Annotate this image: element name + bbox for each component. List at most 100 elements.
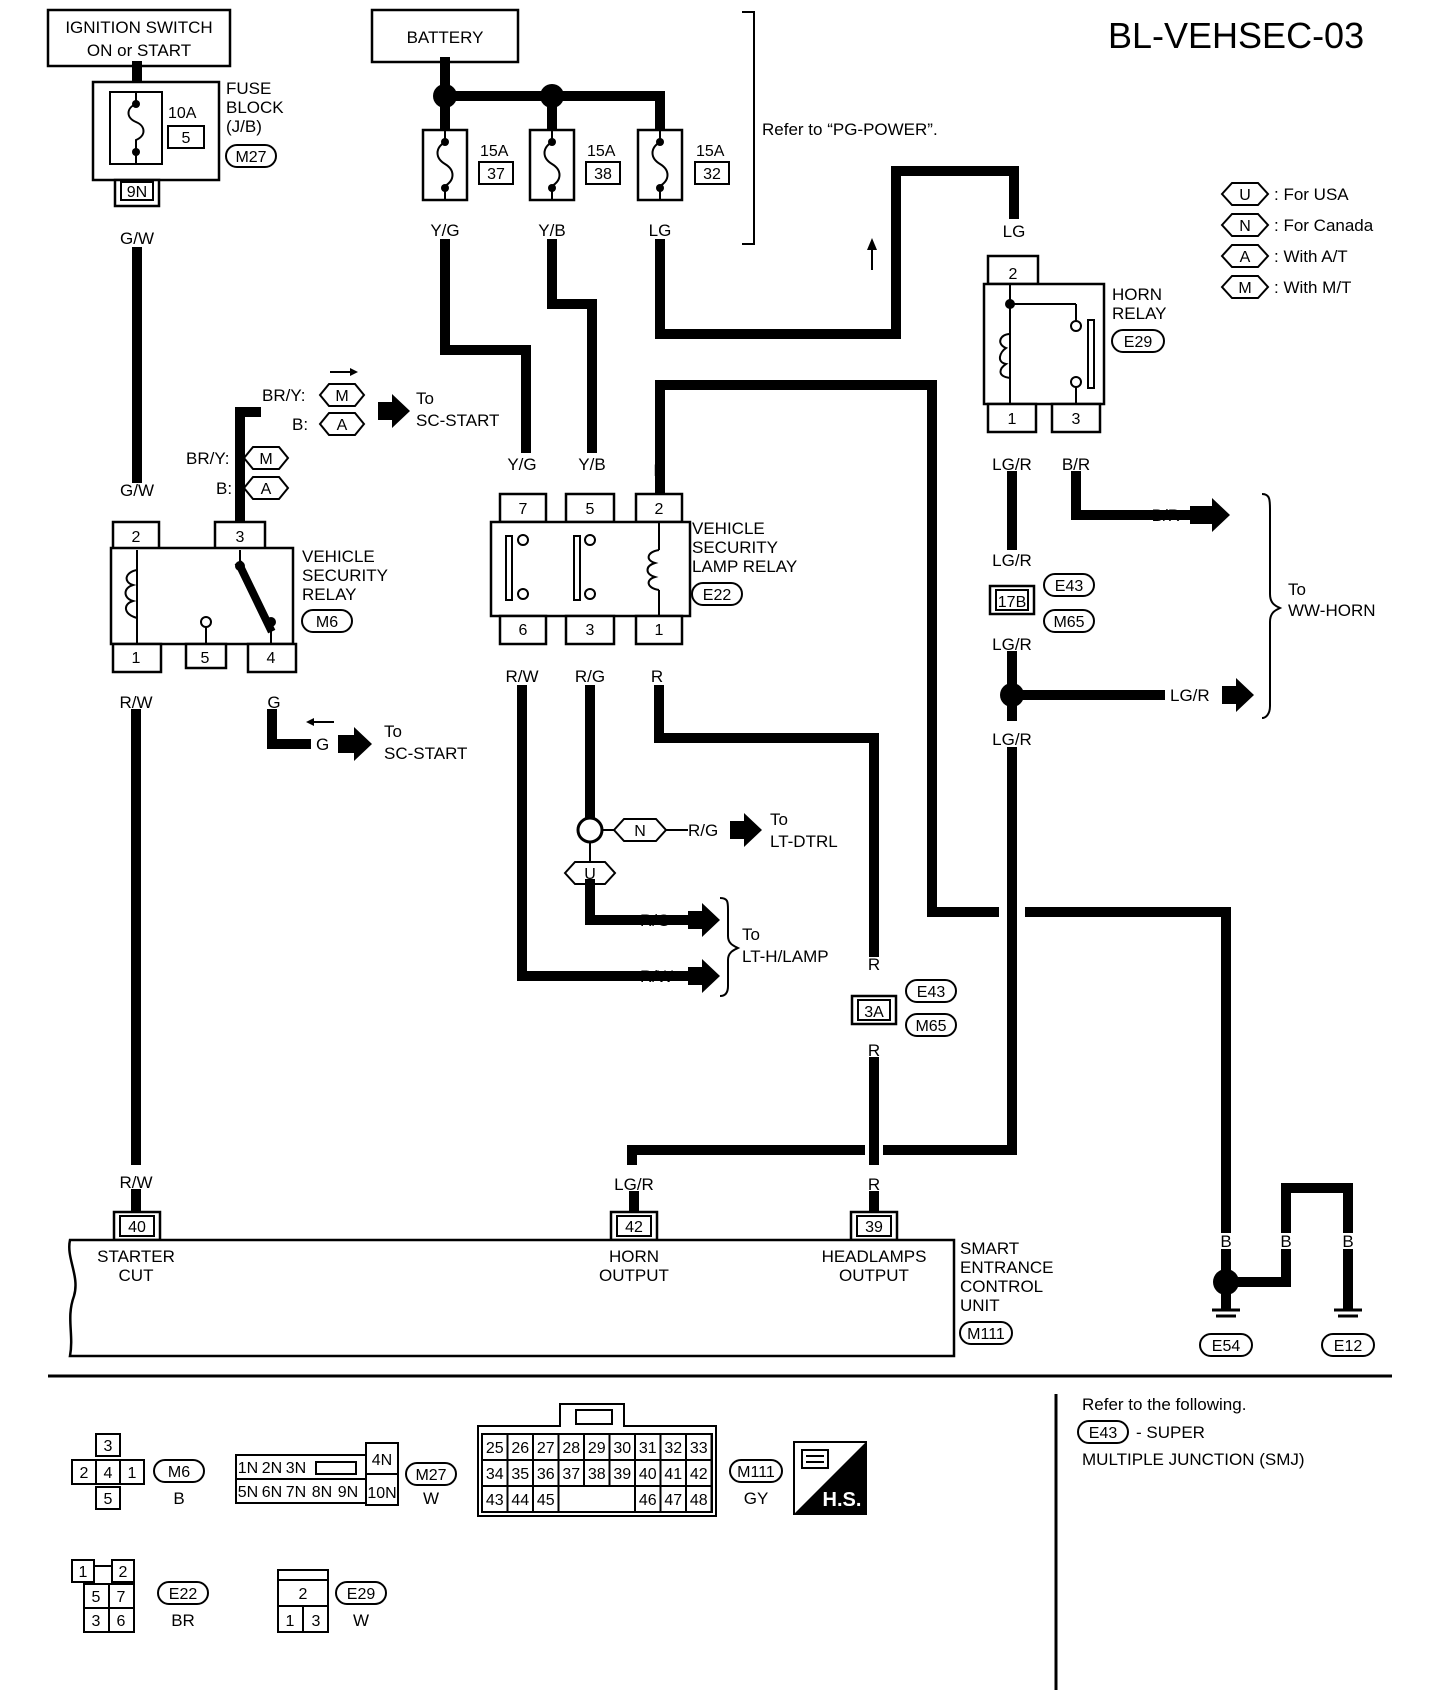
m111-pin-cell [685, 1485, 713, 1513]
vs-relay-connector: M6 [316, 614, 338, 631]
lamp-relay-wire-1: R [651, 667, 663, 686]
lamp-relay-pin-5: 5 [586, 501, 595, 518]
vs-relay-label-3: RELAY [302, 585, 357, 604]
fuse-block-connector: M27 [235, 149, 266, 166]
e29-pin-3: 3 [312, 1613, 321, 1630]
junction-3a: 3A [864, 1004, 884, 1021]
sc-start-upper-bry: BR/Y: [262, 386, 305, 405]
fuse-37-amp: 15A [480, 143, 509, 160]
m111-pin-29: 29 [588, 1440, 606, 1457]
battery-label: BATTERY [407, 28, 484, 47]
refer-pg-power: Refer to “PG-POWER”. [762, 120, 938, 139]
m111-pin-38: 38 [588, 1466, 606, 1483]
ground-e12: E12 [1334, 1338, 1363, 1355]
secu-label-1: SMART [960, 1239, 1019, 1258]
smart-entrance-control-unit: R/W LG/R R 40 42 39 STARTER CUT HORN OUT… [68, 1173, 1054, 1358]
ignition-switch: IGNITION SWITCH ON or START [46, 8, 232, 68]
lamp-relay-label-1: VEHICLE [692, 519, 765, 538]
m27-pin-3n: 3N [286, 1460, 306, 1477]
lt-dtrl-rg: R/G [688, 821, 718, 840]
ww-horn-bracket [1261, 493, 1283, 719]
m111-pin-32: 32 [664, 1440, 682, 1457]
e22-pin-3: 3 [92, 1613, 101, 1630]
secu-head-1: HEADLAMPS [822, 1247, 927, 1266]
connector-m6: 3 2 4 1 5 M6 B [71, 1433, 205, 1510]
ignition-label-1: IGNITION SWITCH [65, 18, 212, 37]
legend-text-a: : With A/T [1274, 247, 1348, 266]
sc-start-upper-code-m: M [335, 388, 348, 405]
secu-pin-39: 39 [865, 1219, 883, 1236]
lt-hlamp-to: To [742, 925, 760, 944]
e29-color: W [353, 1611, 369, 1630]
m111-label: M111 [737, 1464, 775, 1481]
fuse-amp: 10A [168, 105, 197, 122]
grounds: B B B E54 E12 [1199, 1183, 1375, 1357]
wire-label-gw-top: G/W [120, 229, 154, 248]
wire-label-lgr-a: LG/R [992, 551, 1032, 570]
e22-pin-2: 2 [119, 1564, 128, 1581]
m27-pin-2n: 2N [262, 1460, 282, 1477]
ground-wire-b1: B [1220, 1232, 1231, 1251]
fuse-37-wire: Y/G [430, 221, 459, 240]
legend-code-n: N [1239, 218, 1251, 235]
fuse-37: 15A 37 Y/G [421, 128, 514, 240]
wire-label-gw-relay: G/W [120, 481, 154, 500]
fuse-32: 15A 32 LG [636, 128, 730, 240]
arrow-right-icon [338, 727, 372, 761]
fuse-icon [651, 130, 669, 200]
sc-start-upper-b: B: [292, 415, 308, 434]
sc-start-upper-code-a: A [337, 417, 348, 434]
secu-label-4: UNIT [960, 1296, 1000, 1315]
connector-e22: 1 2 5 7 3 6 E22 BR [71, 1559, 209, 1633]
m111-pin-26: 26 [511, 1440, 529, 1457]
m27-pin-9n: 9N [338, 1484, 358, 1501]
e29-pin-1: 1 [286, 1613, 295, 1630]
sc-start-lower-to: To [384, 722, 402, 741]
fuse-37-number: 37 [487, 166, 505, 183]
wire-label-r-a: R [868, 955, 880, 974]
vs-relay-pin-4: 4 [267, 650, 276, 667]
fuse-icon [436, 130, 454, 200]
ground-e54: E54 [1212, 1338, 1241, 1355]
junction-17b: 17B [998, 594, 1026, 611]
fuse-icon [543, 130, 561, 200]
m111-pin-31: 31 [639, 1440, 657, 1457]
harness-side-symbol: H.S. [793, 1441, 867, 1515]
m111-pin-46: 46 [639, 1492, 657, 1509]
refer-line-1: Refer to the following. [1082, 1395, 1246, 1414]
fuse-38-amp: 15A [587, 143, 616, 160]
m111-pin-25: 25 [486, 1440, 504, 1457]
fuse-number: 5 [182, 130, 191, 147]
vs-pin3-bry: BR/Y: [186, 449, 229, 468]
arrow-right-icon [688, 903, 720, 937]
m111-pin-39: 39 [613, 1466, 631, 1483]
arrow-right-icon [1190, 498, 1230, 532]
sc-start-upper-label: SC-START [416, 411, 499, 430]
lamp-relay-wire-3: R/G [575, 667, 605, 686]
legend: U : For USA N : For Canada A : With A/T … [1220, 182, 1374, 299]
pg-power-bracket [742, 11, 755, 245]
horn-relay-pin-2: 2 [1009, 266, 1018, 283]
coil-icon [999, 333, 1011, 379]
coil-icon [124, 569, 138, 619]
sc-start-upper-to: To [416, 389, 434, 408]
lamp-relay-wire-5: Y/B [578, 455, 605, 474]
horn-relay-wire-pin3: B/R [1062, 455, 1090, 474]
vehicle-security-relay: 2 3 1 5 4 VEHICLE SECURITY RELAY M6 [109, 520, 388, 674]
arrow-right-icon [688, 959, 720, 993]
secu-wire-42: LG/R [614, 1175, 654, 1194]
e22-label: E22 [169, 1586, 198, 1603]
ww-horn-wire-lgr: LG/R [1170, 686, 1210, 705]
lt-dtrl-code-n: N [634, 823, 646, 840]
refer-code: E43 [1089, 1425, 1118, 1442]
m27-color: W [423, 1489, 439, 1508]
ignition-label-2: ON or START [87, 41, 191, 60]
vs-relay-pin-5: 5 [201, 650, 210, 667]
e29-label: E29 [347, 1586, 376, 1603]
ww-horn-to: To [1288, 580, 1306, 599]
e22-color: BR [171, 1611, 195, 1630]
m27-pin-4n: 4N [372, 1452, 392, 1469]
m111-pin-40: 40 [639, 1466, 657, 1483]
m111-pin-36: 36 [537, 1466, 555, 1483]
m6-pin-2: 2 [80, 1465, 89, 1482]
